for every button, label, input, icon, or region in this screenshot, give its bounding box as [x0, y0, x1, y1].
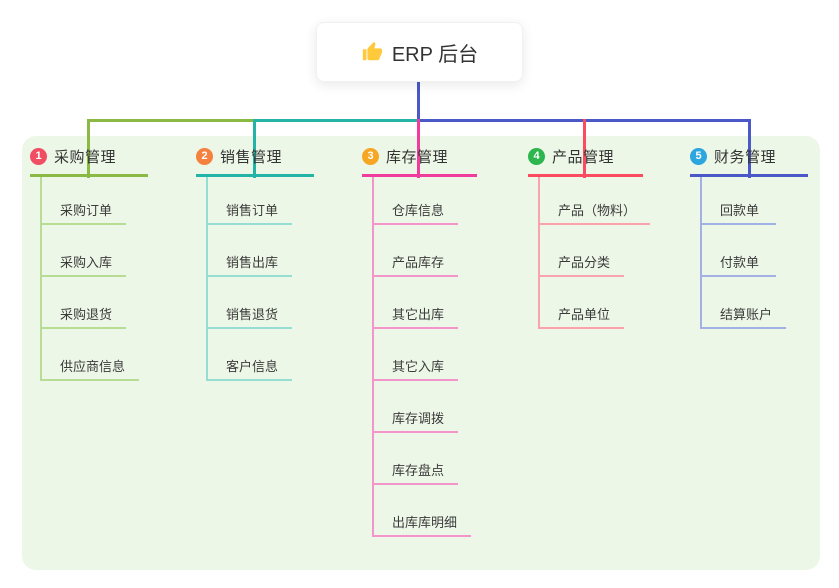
root-node[interactable]: ERP 后台 [316, 22, 523, 82]
connector-bus-green [87, 119, 254, 122]
child-node[interactable]: 出库库明细 [374, 485, 472, 537]
branch-title: 销售管理 [220, 149, 283, 166]
branch-header[interactable]: 1 采购管理 [30, 146, 148, 177]
branch-children: 销售订单 销售出库 销售退货 客户信息 [206, 177, 314, 381]
branch-children: 回款单 付款单 结算账户 [700, 177, 808, 329]
child-node[interactable]: 产品分类 [540, 225, 625, 277]
child-node[interactable]: 产品（物料） [540, 177, 651, 225]
child-node[interactable]: 付款单 [702, 225, 776, 277]
branch-inventory: 3 库存管理 仓库信息 产品库存 其它出库 其它入库 库存调拨 库存盘点 出库库… [362, 146, 477, 537]
connector-drop-inventory [417, 119, 420, 178]
branch-finance: 5 财务管理 回款单 付款单 结算账户 [690, 146, 808, 329]
child-node[interactable]: 库存盘点 [374, 433, 459, 485]
branch-number-badge: 5 [690, 148, 707, 165]
child-node[interactable]: 仓库信息 [374, 177, 459, 225]
child-node[interactable]: 其它入库 [374, 329, 459, 381]
branch-title: 产品管理 [552, 149, 615, 166]
child-node[interactable]: 结算账户 [702, 277, 787, 329]
branch-number-badge: 1 [30, 148, 47, 165]
branch-children: 产品（物料） 产品分类 产品单位 [538, 177, 651, 329]
branch-sales: 2 销售管理 销售订单 销售出库 销售退货 客户信息 [196, 146, 314, 381]
branch-purchase: 1 采购管理 采购订单 采购入库 采购退货 供应商信息 [30, 146, 148, 381]
child-node[interactable]: 销售退货 [208, 277, 293, 329]
branch-number-badge: 2 [196, 148, 213, 165]
branch-header[interactable]: 2 销售管理 [196, 146, 314, 177]
branch-title: 财务管理 [714, 149, 777, 166]
root-title: ERP 后台 [391, 43, 479, 66]
child-node[interactable]: 采购入库 [42, 225, 127, 277]
child-node[interactable]: 销售出库 [208, 225, 293, 277]
child-node[interactable]: 采购退货 [42, 277, 127, 329]
branch-number-badge: 4 [528, 148, 545, 165]
child-node[interactable]: 产品单位 [540, 277, 625, 329]
child-node[interactable]: 供应商信息 [42, 329, 140, 381]
branch-children: 仓库信息 产品库存 其它出库 其它入库 库存调拨 库存盘点 出库库明细 [372, 177, 477, 537]
child-node[interactable]: 回款单 [702, 177, 776, 225]
connector-drop-purchase [87, 119, 90, 178]
child-node[interactable]: 销售订单 [208, 177, 293, 225]
branch-header[interactable]: 5 财务管理 [690, 146, 808, 177]
branch-title: 库存管理 [386, 149, 449, 166]
branches-panel [22, 136, 820, 570]
child-node[interactable]: 产品库存 [374, 225, 459, 277]
child-node[interactable]: 采购订单 [42, 177, 127, 225]
branch-header[interactable]: 3 库存管理 [362, 146, 477, 177]
connector-bus-teal [254, 119, 417, 122]
branch-product: 4 产品管理 产品（物料） 产品分类 产品单位 [528, 146, 651, 329]
connector-drop-finance [748, 119, 751, 178]
child-node[interactable]: 其它出库 [374, 277, 459, 329]
branch-title: 采购管理 [54, 149, 117, 166]
branch-header[interactable]: 4 产品管理 [528, 146, 643, 177]
child-node[interactable]: 库存调拨 [374, 381, 459, 433]
thumbs-up-icon [362, 41, 382, 61]
connector-drop-product [583, 119, 586, 178]
branch-children: 采购订单 采购入库 采购退货 供应商信息 [40, 177, 148, 381]
child-node[interactable]: 客户信息 [208, 329, 293, 381]
connector-drop-sales [253, 119, 256, 178]
branch-number-badge: 3 [362, 148, 379, 165]
connector-root-stem [417, 82, 420, 120]
